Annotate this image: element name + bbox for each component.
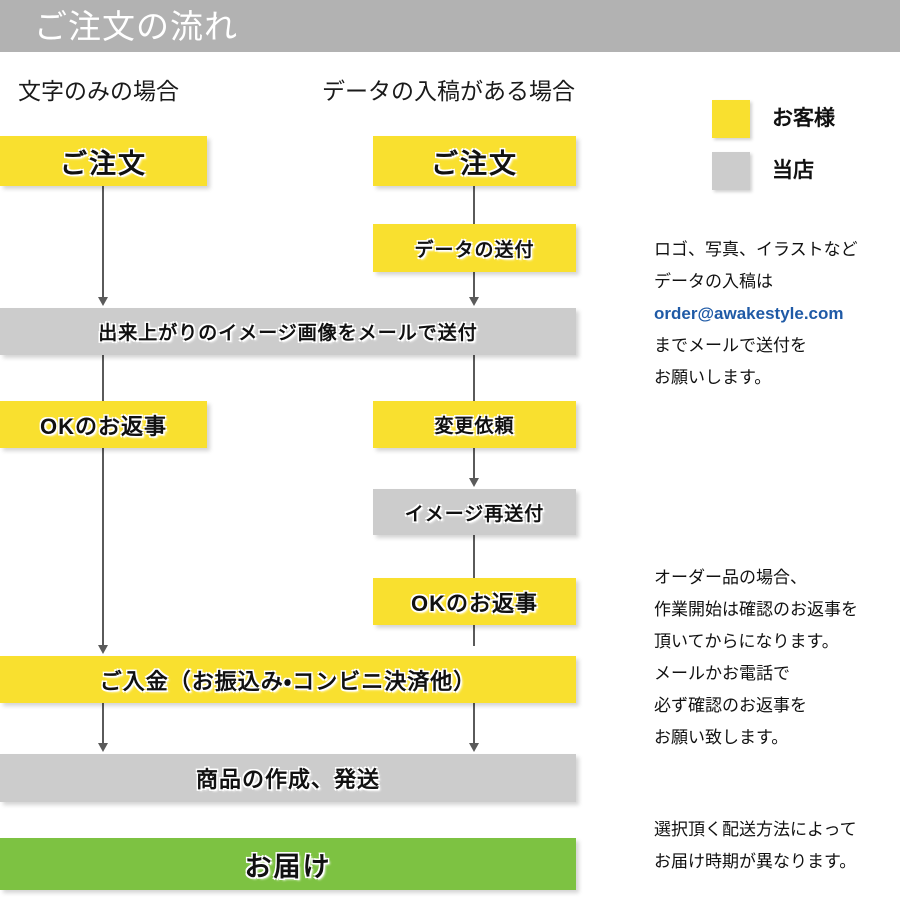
page-title: ご注文の流れ	[34, 8, 238, 45]
flow-box-shared-production-shipping[interactable]: 商品の作成、発送	[0, 754, 576, 802]
note-data-line-3: までメールで送付を	[654, 336, 807, 355]
legend-swatch-customer	[712, 100, 750, 138]
flow-box-shared-payment-label: ご入金（お振込み・コンビニ決済他）	[99, 668, 477, 694]
legend-label-shop: 当店	[772, 159, 814, 182]
flow-box-left-ok-reply-label: OKのお返事	[39, 413, 167, 439]
note-data-submission: ロゴ、写真、イラストなど データの入稿は order@awakestyle.co…	[654, 234, 898, 394]
connector-right-resend-to-ok	[473, 535, 475, 579]
note-order-line-3: 頂いてからになります。	[654, 632, 839, 651]
note-order-line-4: メールかお電話で	[654, 664, 790, 683]
connector-payment-to-production-left	[102, 703, 104, 745]
flow-box-right-order-label: ご注文	[431, 148, 518, 179]
arrowhead-right-data-to-image	[469, 297, 479, 306]
legend-label-customer: お客様	[772, 107, 835, 130]
order-email-address[interactable]: order@awakestyle.com	[654, 304, 844, 323]
connector-right-change-to-resend	[473, 448, 475, 480]
arrowhead-payment-to-production-left	[98, 743, 108, 752]
flow-box-right-send-data[interactable]: データの送付	[373, 224, 576, 272]
arrowhead-left-order-to-image	[98, 297, 108, 306]
legend-swatch-shop	[712, 152, 750, 190]
flow-box-shared-payment[interactable]: ご入金（お振込み・コンビニ決済他）	[0, 656, 576, 703]
note-order-line-1: オーダー品の場合、	[654, 568, 807, 587]
arrowhead-right-change-to-resend	[469, 478, 479, 487]
note-order-line-5: 必ず確認のお返事を	[654, 696, 807, 715]
flow-box-right-ok-reply-label: OKのお返事	[410, 590, 538, 616]
connector-left-order-to-image	[102, 186, 104, 298]
note-shipping-line-1: 選択頂く配送方法によって	[654, 820, 857, 839]
flow-box-right-change-request[interactable]: 変更依頼	[373, 401, 576, 448]
flow-box-shared-send-image-proof-label: 出来上がりのイメージ画像をメールで送付	[98, 323, 478, 344]
column-caption-text-only: 文字のみの場合	[18, 78, 179, 104]
note-order-line-6: お願い致します。	[654, 728, 789, 747]
connector-right-image-to-change	[473, 355, 475, 401]
flow-box-shared-send-image-proof[interactable]: 出来上がりのイメージ画像をメールで送付	[0, 308, 576, 355]
note-shipping-line-2: お届け時期が異なります。	[654, 852, 857, 871]
flow-box-right-order[interactable]: ご注文	[373, 136, 576, 186]
flow-box-left-order-label: ご注文	[60, 148, 147, 179]
flow-box-right-resend-image[interactable]: イメージ再送付	[373, 489, 576, 535]
note-shipping-period: 選択頂く配送方法によって お届け時期が異なります。	[654, 814, 898, 878]
connector-left-image-to-ok	[102, 355, 104, 401]
flow-box-left-ok-reply[interactable]: OKのお返事	[0, 401, 207, 448]
arrowhead-left-ok-to-payment	[98, 645, 108, 654]
connector-right-data-to-image	[473, 272, 475, 298]
flow-box-right-change-request-label: 変更依頼	[434, 416, 515, 437]
note-order-confirmation: オーダー品の場合、 作業開始は確認のお返事を 頂いてからになります。 メールかお…	[654, 562, 898, 754]
page-header-bar	[0, 0, 900, 52]
flow-box-left-order[interactable]: ご注文	[0, 136, 207, 186]
connector-payment-to-production-right	[473, 703, 475, 745]
note-data-line-1: ロゴ、写真、イラストなど	[654, 240, 858, 259]
note-data-line-2: データの入稿は	[654, 272, 773, 291]
note-order-line-2: 作業開始は確認のお返事を	[654, 600, 858, 619]
flow-box-shared-delivery-label: お届け	[244, 851, 332, 882]
flow-box-right-ok-reply[interactable]: OKのお返事	[373, 578, 576, 625]
column-caption-with-data: データの入稿がある場合	[322, 78, 575, 104]
flow-box-right-resend-image-label: イメージ再送付	[404, 503, 545, 525]
flow-box-shared-production-shipping-label: 商品の作成、発送	[195, 767, 380, 792]
flow-box-shared-delivery[interactable]: お届け	[0, 838, 576, 890]
arrowhead-payment-to-production-right	[469, 743, 479, 752]
flow-box-right-send-data-label: データの送付	[414, 239, 535, 261]
connector-right-ok-to-payment	[473, 625, 475, 646]
connector-left-ok-to-payment	[102, 448, 104, 646]
connector-right-order-to-data	[473, 186, 475, 224]
note-data-line-4: お願いします。	[654, 368, 772, 387]
